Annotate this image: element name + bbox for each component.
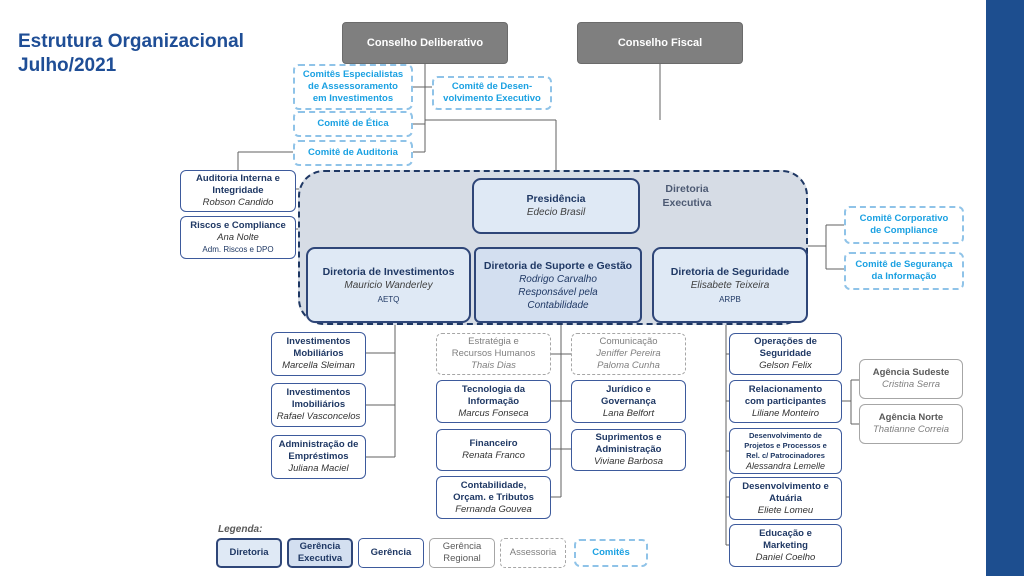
legend-gerencia-regional: Gerência Regional: [429, 538, 495, 568]
legend-gerencia: Gerência: [358, 538, 424, 568]
agencia-sudeste: Agência Sudeste Cristina Serra: [859, 359, 963, 399]
legend-label: Legenda:: [218, 524, 263, 535]
diretoria-de-suporte-e-gestao: Diretoria de Suporte e Gestão Rodrigo Ca…: [474, 247, 642, 323]
comite-desenvolvimento-executivo: Comitê de Desen- volvimento Executivo: [432, 76, 552, 110]
diretoria-de-investimentos: Diretoria de Investimentos Mauricio Wand…: [306, 247, 471, 323]
diretoria-de-seguridade: Diretoria de Seguridade Elisabete Teixei…: [652, 247, 808, 323]
comite-de-etica: Comitê de Ética: [293, 111, 413, 137]
conselho-deliberativo: Conselho Deliberativo: [342, 22, 508, 64]
legend-gerencia-executiva: Gerência Executiva: [287, 538, 353, 568]
right-accent-bar: [986, 0, 1024, 576]
desenvolvimento-projetos-patrocinadores: Desenvolvimento de Projetos e Processos …: [729, 428, 842, 474]
desenvolvimento-e-atuaria: Desenvolvimento e Atuária Eliete Lomeu: [729, 477, 842, 520]
comite-corporativo-compliance: Comitê Corporativo de Compliance: [844, 206, 964, 244]
administracao-de-emprestimos: Administração de Empréstimos Juliana Mac…: [271, 435, 366, 479]
legend-assessoria: Assessoria: [500, 538, 566, 568]
suprimentos-e-administracao: Suprimentos e Administração Viviane Barb…: [571, 429, 686, 471]
juridico-e-governanca: Jurídico e Governança Lana Belfort: [571, 380, 686, 423]
comite-seguranca-informacao: Comitê de Segurança da Informação: [844, 252, 964, 290]
conselho-fiscal: Conselho Fiscal: [577, 22, 743, 64]
legend-comites: Comitês: [574, 539, 648, 567]
auditoria-interna-integridade: Auditoria Interna e Integridade Robson C…: [180, 170, 296, 212]
presidencia: Presidência Edecio Brasil: [472, 178, 640, 234]
diretoria-executiva-label: Diretoria Executiva: [662, 183, 712, 209]
operacoes-de-seguridade: Operações de Seguridade Gelson Felix: [729, 333, 842, 375]
legend-diretoria: Diretoria: [216, 538, 282, 568]
investimentos-mobiliarios: Investimentos Mobiliários Marcella Sleim…: [271, 332, 366, 376]
relacionamento-com-participantes: Relacionamento com participantes Liliane…: [729, 380, 842, 423]
educacao-e-marketing: Educação e Marketing Daniel Coelho: [729, 524, 842, 567]
comunicacao: Comunicação Jeniffer Pereira Paloma Cunh…: [571, 333, 686, 375]
comite-especialistas-investimentos: Comitês Especialistas de Assessoramento …: [293, 64, 413, 110]
riscos-e-compliance: Riscos e Compliance Ana Nolte Adm. Risco…: [180, 216, 296, 259]
agencia-norte: Agência Norte Thatianne Correia: [859, 404, 963, 444]
tecnologia-da-informacao: Tecnologia da Informação Marcus Fonseca: [436, 380, 551, 423]
financeiro: Financeiro Renata Franco: [436, 429, 551, 471]
page-title: Estrutura Organizacional Julho/2021: [18, 31, 244, 76]
comite-de-auditoria: Comitê de Auditoria: [293, 140, 413, 166]
contabilidade-orcamento-tributos: Contabilidade, Orçam. e Tributos Fernand…: [436, 476, 551, 519]
estrategia-recursos-humanos: Estratégia e Recursos Humanos Thais Dias: [436, 333, 551, 375]
investimentos-imobiliarios: Investimentos Imobiliários Rafael Vascon…: [271, 383, 366, 427]
